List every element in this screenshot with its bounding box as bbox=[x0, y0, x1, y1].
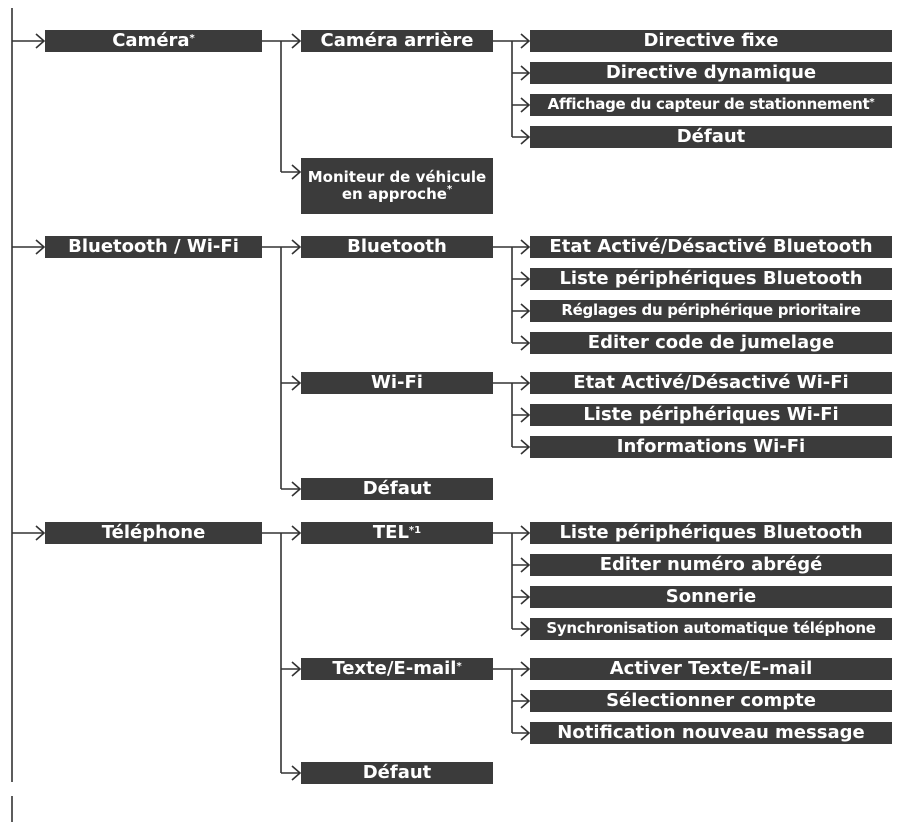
node-label: Texte/E-mail bbox=[332, 657, 457, 679]
node-directive-fixe: Directive fixe bbox=[530, 30, 892, 52]
node-selectionner-compte: Sélectionner compte bbox=[530, 690, 892, 712]
node-label: Synchronisation automatique téléphone bbox=[546, 619, 876, 638]
node-label: Liste périphériques Wi-Fi bbox=[583, 403, 839, 425]
node-moniteur-vehicule: Moniteur de véhicule en approche* bbox=[301, 158, 493, 214]
node-label: Liste périphériques Bluetooth bbox=[559, 521, 863, 543]
node-label: Etat Activé/Désactivé Wi-Fi bbox=[573, 371, 849, 393]
node-liste-bluetooth: Liste périphériques Bluetooth bbox=[530, 268, 892, 290]
node-camera-arriere: Caméra arrière bbox=[301, 30, 493, 52]
node-camera: Caméra* bbox=[45, 30, 262, 52]
node-label: Bluetooth / Wi-Fi bbox=[68, 235, 239, 257]
footnote-mark: * bbox=[446, 184, 453, 195]
node-notification: Notification nouveau message bbox=[530, 722, 892, 744]
node-liste-wifi: Liste périphériques Wi-Fi bbox=[530, 404, 892, 426]
node-bluetooth: Bluetooth bbox=[301, 236, 493, 258]
node-label: Défaut bbox=[676, 125, 746, 147]
node-label: Défaut bbox=[362, 477, 432, 499]
node-label: Réglages du périphérique prioritaire bbox=[561, 301, 861, 320]
node-label: Editer numéro abrégé bbox=[599, 553, 823, 575]
node-informations-wifi: Informations Wi-Fi bbox=[530, 436, 892, 458]
node-telephone: Téléphone bbox=[45, 522, 262, 544]
node-label: Editer code de jumelage bbox=[587, 331, 835, 353]
node-label: Directive fixe bbox=[643, 29, 779, 51]
node-wifi: Wi-Fi bbox=[301, 372, 493, 394]
node-etat-bluetooth: Etat Activé/Désactivé Bluetooth bbox=[530, 236, 892, 258]
node-label: TEL bbox=[372, 521, 409, 543]
node-defaut: Défaut bbox=[301, 762, 493, 784]
node-editer-code: Editer code de jumelage bbox=[530, 332, 892, 354]
node-synchronisation: Synchronisation automatique téléphone bbox=[530, 618, 892, 640]
node-label: Affichage du capteur de stationnement bbox=[547, 95, 870, 114]
node-label: Caméra bbox=[112, 29, 190, 51]
footnote-mark: * bbox=[456, 661, 462, 673]
node-texte-email: Texte/E-mail* bbox=[301, 658, 493, 680]
node-label-line2: en approche bbox=[341, 185, 447, 203]
node-label: Défaut bbox=[362, 761, 432, 783]
node-affichage-capteur: Affichage du capteur de stationnement* bbox=[530, 94, 892, 116]
node-label: Wi-Fi bbox=[371, 371, 423, 393]
node-defaut: Défaut bbox=[301, 478, 493, 500]
footnote-mark: * bbox=[869, 97, 875, 109]
node-label: Etat Activé/Désactivé Bluetooth bbox=[549, 235, 873, 257]
node-label: Téléphone bbox=[101, 521, 206, 543]
node-tel: TEL*1 bbox=[301, 522, 493, 544]
node-liste-bluetooth-tel: Liste périphériques Bluetooth bbox=[530, 522, 892, 544]
node-directive-dynamique: Directive dynamique bbox=[530, 62, 892, 84]
node-label: Sélectionner compte bbox=[606, 689, 816, 711]
footnote-mark: *1 bbox=[408, 525, 422, 537]
node-reglages-prioritaire: Réglages du périphérique prioritaire bbox=[530, 300, 892, 322]
node-label: Caméra arrière bbox=[320, 29, 474, 51]
node-label: Notification nouveau message bbox=[557, 721, 865, 743]
node-label-line1: Moniteur de véhicule bbox=[307, 167, 487, 186]
node-editer-numero: Editer numéro abrégé bbox=[530, 554, 892, 576]
node-sonnerie: Sonnerie bbox=[530, 586, 892, 608]
node-label: Sonnerie bbox=[665, 585, 757, 607]
node-etat-wifi: Etat Activé/Désactivé Wi-Fi bbox=[530, 372, 892, 394]
node-label: Directive dynamique bbox=[605, 61, 817, 83]
node-bluetooth-wifi: Bluetooth / Wi-Fi bbox=[45, 236, 262, 258]
node-activer-texte: Activer Texte/E-mail bbox=[530, 658, 892, 680]
node-label: Activer Texte/E-mail bbox=[609, 657, 813, 679]
footnote-mark: * bbox=[189, 33, 195, 45]
node-label: Bluetooth bbox=[347, 235, 447, 257]
node-defaut: Défaut bbox=[530, 126, 892, 148]
node-label: Liste périphériques Bluetooth bbox=[559, 267, 863, 289]
node-label: Informations Wi-Fi bbox=[616, 435, 806, 457]
